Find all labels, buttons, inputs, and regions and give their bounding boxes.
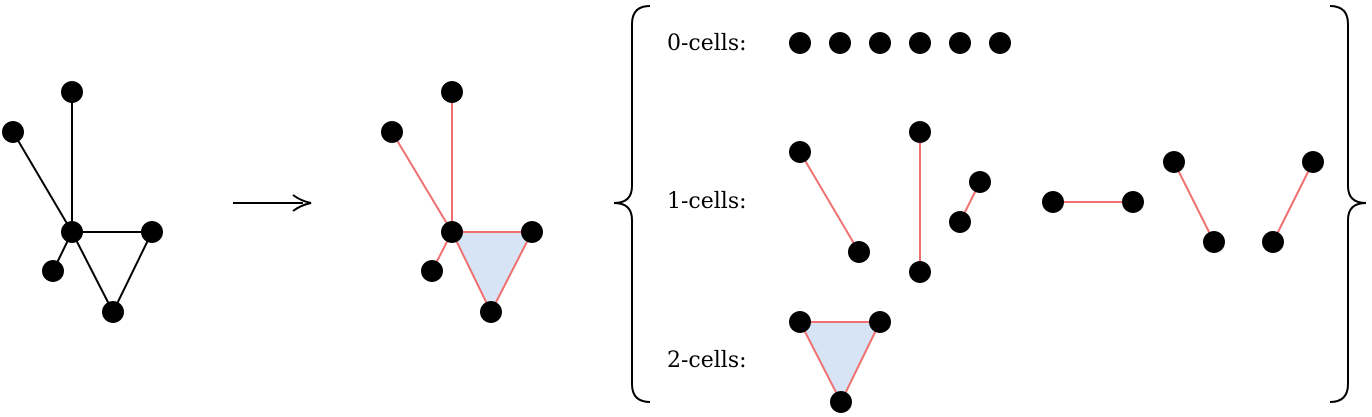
zero-cell (789, 32, 811, 54)
one-cell (909, 121, 931, 283)
one-cells-row (789, 121, 1324, 283)
graph-vertex (141, 221, 163, 243)
graph-vertex (102, 301, 124, 323)
zero-cell (909, 32, 931, 54)
one-cell-edge (451, 231, 492, 313)
complex-vertex (521, 221, 543, 243)
complex-vertex (421, 260, 443, 282)
one-cell-edge (490, 231, 533, 313)
one-cells-label: 1-cells: (667, 189, 747, 214)
complex-vertex (480, 301, 502, 323)
complex-vertex (441, 221, 463, 243)
input-graph (2, 81, 163, 323)
two-cell-vertex (789, 311, 811, 333)
one-cell-edge (391, 131, 453, 233)
graph-vertex (42, 260, 64, 282)
zero-cells-row (789, 32, 1011, 54)
zero-cell (869, 32, 891, 54)
one-cell (1163, 151, 1225, 253)
one-cell (949, 171, 991, 233)
one-cell (1262, 151, 1324, 253)
zero-cell (949, 32, 971, 54)
graph-vertex (61, 81, 83, 103)
zero-cell (829, 32, 851, 54)
left-brace (613, 5, 651, 403)
graph-edge (12, 131, 73, 233)
cell-complex (381, 81, 543, 323)
graph-edge (112, 231, 153, 313)
complex-vertex (381, 121, 403, 143)
two-cells-row (789, 311, 891, 413)
two-cell-vertex (869, 311, 891, 333)
one-cell (789, 141, 870, 263)
two-cells-label: 2-cells: (667, 348, 747, 373)
two-cell-triangle (452, 232, 532, 312)
lift-arrow (233, 194, 312, 212)
one-cell (1042, 191, 1144, 213)
graph-vertex (61, 221, 83, 243)
zero-cells-label: 0-cells: (667, 31, 747, 56)
two-cell-triangle (800, 322, 880, 402)
zero-cell (989, 32, 1011, 54)
right-brace (1329, 5, 1367, 403)
two-cell-vertex (830, 391, 852, 413)
complex-vertex (441, 81, 463, 103)
graph-vertex (2, 121, 24, 143)
graph-edge (71, 231, 114, 313)
